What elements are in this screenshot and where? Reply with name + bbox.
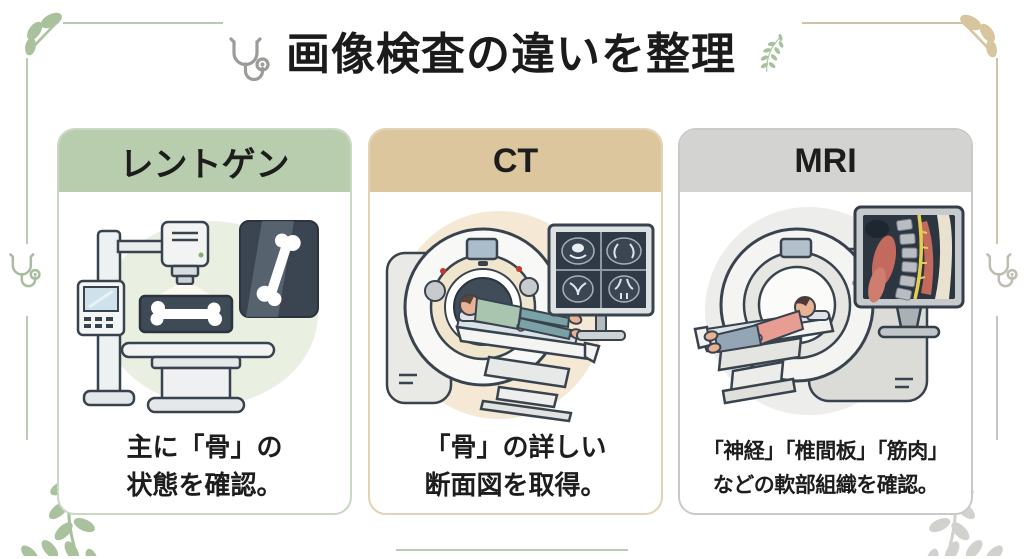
ct-scanner-illustration bbox=[385, 210, 654, 422]
stethoscope-icon bbox=[982, 252, 1018, 296]
control-panel bbox=[76, 279, 125, 336]
card-xray: レントゲン bbox=[57, 128, 352, 515]
caption-line: 「神経」「椎間板」「筋肉」 bbox=[702, 440, 949, 463]
caption-line: 状態を確認。 bbox=[126, 469, 283, 500]
caption-line: 「骨」の詳しい bbox=[424, 432, 607, 462]
card-mri-illustration-area bbox=[680, 192, 971, 425]
ct-table bbox=[454, 317, 601, 422]
xray-film bbox=[238, 219, 319, 318]
card-mri: MRI bbox=[678, 128, 973, 515]
frame-line-bottom-center bbox=[396, 549, 628, 551]
frame-line-right-upper bbox=[996, 58, 998, 244]
xray-machine-illustration bbox=[76, 219, 319, 413]
card-ct: CT bbox=[368, 128, 663, 515]
title-row: 画像検査の違いを整理 bbox=[0, 30, 1024, 100]
xray-table bbox=[120, 341, 275, 413]
card-xray-caption: 主に「骨」の 状態を確認。 bbox=[59, 425, 350, 504]
frame-line-top-left bbox=[63, 22, 223, 24]
mri-monitor bbox=[853, 205, 964, 338]
caption-line: などの軟部組織を確認。 bbox=[712, 473, 939, 497]
frame-line-left-upper bbox=[26, 58, 28, 244]
frame-line-right-lower bbox=[996, 316, 998, 440]
card-ct-header: CT bbox=[370, 130, 661, 192]
card-mri-title: MRI bbox=[794, 141, 857, 180]
card-xray-title: レントゲン bbox=[119, 145, 290, 184]
card-xray-header: レントゲン bbox=[59, 130, 350, 192]
leaf-sprig-icon bbox=[745, 29, 808, 105]
stethoscope-icon bbox=[224, 36, 270, 92]
mri-patient bbox=[703, 295, 830, 354]
card-xray-illustration-area bbox=[59, 192, 350, 425]
frame-line-top-right bbox=[802, 22, 962, 24]
caption-line: 断面図を取得。 bbox=[424, 469, 607, 500]
bone-on-film bbox=[256, 233, 301, 306]
scan-quadrants bbox=[560, 236, 642, 303]
card-mri-header: MRI bbox=[680, 130, 971, 192]
page-title: 画像検査の違いを整理 bbox=[286, 30, 736, 79]
mri-scanner-illustration bbox=[693, 205, 964, 415]
card-ct-title: CT bbox=[492, 141, 539, 180]
card-ct-caption: 「骨」の詳しい 断面図を取得。 bbox=[370, 425, 661, 504]
stethoscope-icon bbox=[5, 252, 41, 296]
card-mri-caption: 「神経」「椎間板」「筋肉」 などの軟部組織を確認。 bbox=[680, 425, 971, 502]
bone-panel bbox=[138, 294, 233, 333]
frame-line-left-lower bbox=[26, 316, 28, 440]
spine-mri-image bbox=[864, 214, 952, 303]
card-ct-illustration-area bbox=[370, 192, 661, 425]
ct-monitor bbox=[547, 223, 654, 341]
caption-line: 主に「骨」の bbox=[126, 432, 283, 462]
